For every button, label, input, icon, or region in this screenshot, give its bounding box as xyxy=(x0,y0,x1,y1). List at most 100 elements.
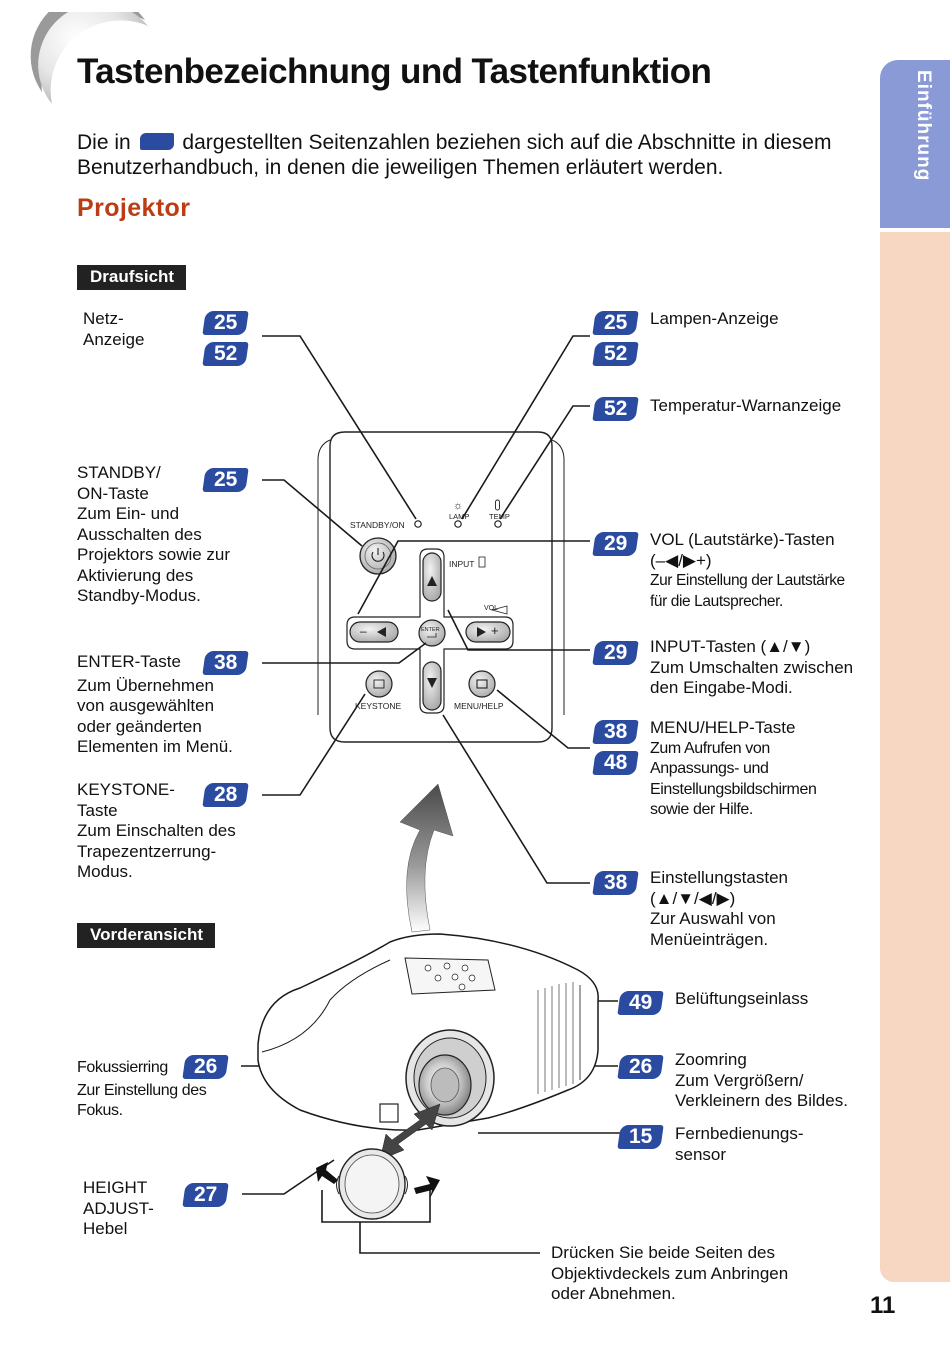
label-fern-line2: sensor xyxy=(675,1144,727,1164)
label-einst-line1: Einstellungstasten xyxy=(650,868,788,887)
page-badge-temp[interactable]: 52 xyxy=(592,397,639,421)
label-height: HEIGHT ADJUST- Hebel xyxy=(83,1178,154,1240)
chapter-tab-label: Einführung xyxy=(913,70,934,182)
panel-label-menu: MENU/HELP xyxy=(454,701,504,711)
label-belueft: Belüftungseinlass xyxy=(675,989,809,1008)
page-badge-netz-1[interactable]: 25 xyxy=(202,311,249,335)
desc-line: von ausgewählten xyxy=(77,696,215,715)
vol-minus-button xyxy=(349,621,399,643)
page-badge-enter[interactable]: 38 xyxy=(202,651,249,675)
desc-line: Fokus. xyxy=(77,1102,123,1119)
desc-line: Einstellungsbildschirmen xyxy=(650,780,817,798)
panel-label-enter: ENTER xyxy=(421,627,440,633)
label-fokus-line1: Fokussierring xyxy=(77,1059,168,1076)
desc-line: Objektivdeckels zum Anbringen xyxy=(551,1263,789,1283)
page-badge-menu-1[interactable]: 38 xyxy=(592,720,639,744)
desc-line: Ausschalten des xyxy=(77,524,202,544)
label-vol: VOL (Lautstärke)-Tasten (–◀/▶+) Zur Eins… xyxy=(650,530,845,612)
sidebar-band xyxy=(880,232,950,1282)
label-keystone: KEYSTONE- Taste Zum Einschalten des Trap… xyxy=(77,780,236,883)
desc-line: Zum Vergrößern/ xyxy=(675,1070,804,1090)
desc-line: Zum Umschalten zwischen xyxy=(650,657,854,677)
page-badge-lampe-1[interactable]: 25 xyxy=(592,311,639,335)
desc-line: Zur Einstellung der Lautstärke xyxy=(650,572,845,589)
page-badge-belueft[interactable]: 49 xyxy=(617,991,664,1015)
label-menu-line1: MENU/HELP-Taste xyxy=(650,718,796,737)
enter-button xyxy=(418,619,446,647)
desc-line: Menüeinträgen. xyxy=(650,929,769,949)
desc-line: Modus. xyxy=(77,862,133,881)
label-zoom-line1: Zoomring xyxy=(675,1050,747,1069)
panel-label-standby: STANDBY/ON xyxy=(350,520,405,530)
page-badge-input[interactable]: 29 xyxy=(592,641,639,665)
panel-label-keystone: KEYSTONE xyxy=(355,701,402,711)
page-badge-zoom[interactable]: 26 xyxy=(617,1055,664,1079)
label-fern-line1: Fernbedienungs- xyxy=(675,1124,804,1143)
label-netz-line2: Anzeige xyxy=(83,329,145,349)
label-vol-line1: VOL (Lautstärke)-Tasten xyxy=(650,530,835,549)
page-badge-fern[interactable]: 15 xyxy=(617,1125,664,1149)
label-standby-line1: STANDBY/ xyxy=(77,463,161,482)
cap-note: Drücken Sie beide Seiten des Objektivdec… xyxy=(551,1243,788,1305)
page-badge-netz-2[interactable]: 52 xyxy=(202,342,249,366)
vol-plus-button xyxy=(465,621,511,643)
intro-after: dargestellten Seitenzahlen beziehen sich… xyxy=(77,131,832,179)
label-input: INPUT-Tasten (▲/▼) Zum Umschalten zwisch… xyxy=(650,637,853,699)
control-panel xyxy=(317,431,565,743)
label-enter-line1: ENTER-Taste xyxy=(77,652,181,671)
desc-line: Elementen im Menü. xyxy=(77,737,233,756)
label-standby: STANDBY/ ON-Taste Zum Ein- und Ausschalt… xyxy=(77,463,230,607)
desc-line: Zum Aufrufen von xyxy=(650,739,770,757)
projector-body xyxy=(257,933,599,1131)
desc-line: Zum Einschalten des xyxy=(77,821,236,840)
desc-line: für die Lautsprecher. xyxy=(650,592,783,610)
desc-line: oder Abnehmen. xyxy=(551,1284,676,1303)
page-badge-vol[interactable]: 29 xyxy=(592,532,639,556)
page-badge-swatch xyxy=(139,133,174,150)
menu-button xyxy=(468,670,496,698)
desc-line: Zum Ein- und xyxy=(77,504,180,523)
label-height-line3: Hebel xyxy=(83,1219,128,1238)
panel-label-lamp: LAMP xyxy=(449,512,470,521)
label-einst-line2: (▲/▼/◀/▶) xyxy=(650,888,736,908)
desc-line: Aktivierung des xyxy=(77,565,194,585)
page-badge-lampe-2[interactable]: 52 xyxy=(592,342,639,366)
page-badge-menu-2[interactable]: 48 xyxy=(592,751,639,775)
label-height-line1: HEIGHT xyxy=(83,1178,148,1197)
intro-before: Die in xyxy=(77,131,131,154)
label-standby-line2: ON-Taste xyxy=(77,483,149,503)
label-keystone-line1: KEYSTONE- xyxy=(77,780,175,799)
label-temp: Temperatur-Warnanzeige xyxy=(650,396,842,415)
page-badge-einst[interactable]: 38 xyxy=(592,871,639,895)
chapter-tab xyxy=(880,60,950,228)
panel-label-vol: VOL xyxy=(484,605,499,612)
page-badge-fokus[interactable]: 26 xyxy=(182,1055,229,1079)
label-einst: Einstellungstasten (▲/▼/◀/▶) Zur Auswahl… xyxy=(650,868,788,950)
label-menu: MENU/HELP-Taste Zum Aufrufen von Anpassu… xyxy=(650,718,817,821)
keystone-button xyxy=(365,670,393,698)
panel-label-plus: + xyxy=(491,623,499,638)
desc-line: Standby-Modus. xyxy=(77,586,201,605)
label-height-line2: ADJUST- xyxy=(83,1198,154,1218)
label-lampe: Lampen-Anzeige xyxy=(650,309,779,328)
panel-label-input: INPUT xyxy=(449,559,475,569)
page-number: 11 xyxy=(870,1292,896,1319)
box-draufsicht: Draufsicht xyxy=(77,265,187,290)
desc-line: den Eingabe-Modi. xyxy=(650,678,793,697)
panel-label-minus: – xyxy=(360,624,367,638)
label-fokus: Fokussierring Zur Einstellung des Fokus. xyxy=(77,1058,207,1122)
desc-line: Zur Auswahl von xyxy=(650,909,776,928)
page-badge-standby[interactable]: 25 xyxy=(202,468,249,492)
panel-label-temp: TEMP xyxy=(489,512,510,521)
desc-line: oder geänderten xyxy=(77,716,202,736)
desc-line: Zur Einstellung des xyxy=(77,1081,207,1099)
desc-line: Drücken Sie beide Seiten des xyxy=(551,1243,775,1262)
desc-line: Anpassungs- und xyxy=(650,760,769,777)
page-badge-keystone[interactable]: 28 xyxy=(202,783,249,807)
page-badge-height[interactable]: 27 xyxy=(182,1183,229,1207)
desc-line: Zum Übernehmen xyxy=(77,675,215,695)
label-keystone-line2: Taste xyxy=(77,800,118,820)
label-input-line1: INPUT-Tasten (▲/▼) xyxy=(650,637,811,656)
desc-line: Trapezentzerrung- xyxy=(77,841,217,861)
